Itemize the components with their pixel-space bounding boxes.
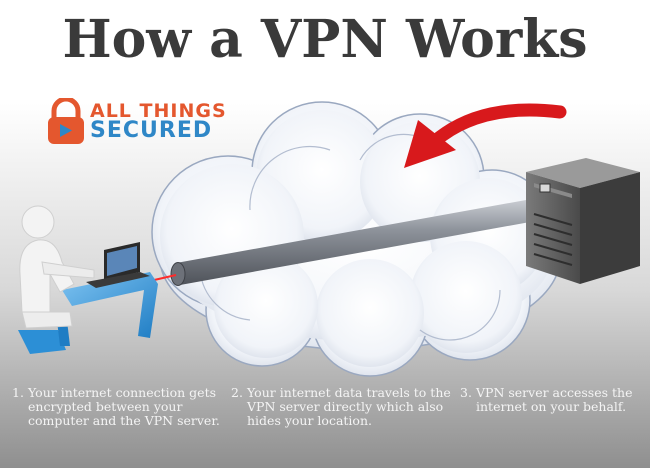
cloud-fill	[160, 110, 552, 367]
curved-arrow-icon	[404, 103, 567, 168]
logo-line2: SECURED	[90, 118, 213, 143]
step-1-number: 1.	[12, 385, 24, 400]
logo-line1: ALL THINGS	[90, 100, 227, 122]
step-3-text: VPN server accesses the internet on your…	[476, 385, 633, 414]
person-at-laptop-icon	[18, 205, 158, 354]
vpn-tunnel	[170, 200, 530, 286]
lock-icon	[48, 96, 84, 144]
steps-list: 1. Your internet connection gets encrypt…	[0, 386, 650, 468]
step-1-text: Your internet connection gets encrypted …	[28, 385, 220, 428]
page-title: How a VPN Works	[62, 9, 588, 70]
step-2-text: Your internet data travels to the VPN se…	[247, 385, 451, 428]
step-2-number: 2.	[231, 385, 243, 400]
logo: ALL THINGS SECURED	[44, 96, 244, 146]
server-tower-icon	[526, 158, 640, 284]
step-3-number: 3.	[460, 385, 472, 400]
